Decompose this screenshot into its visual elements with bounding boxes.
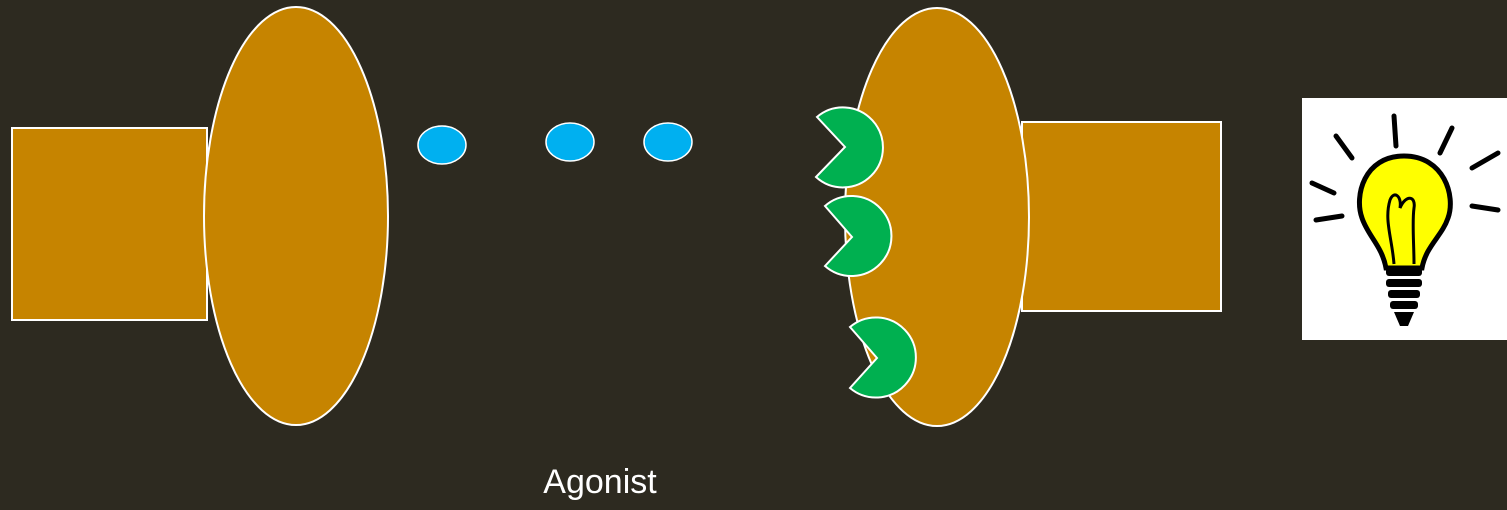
caption-agonist: Agonist xyxy=(500,462,700,502)
agonist-molecule xyxy=(546,123,594,161)
presynaptic-axon xyxy=(12,128,207,320)
presynaptic-neuron xyxy=(12,7,388,425)
agonist-molecules xyxy=(418,123,692,164)
bulb-glass xyxy=(1359,156,1450,268)
presynaptic-terminal xyxy=(204,7,388,425)
agonist-molecule xyxy=(644,123,692,161)
bulb-base xyxy=(1386,268,1422,326)
agonist-molecule xyxy=(418,126,466,164)
postsynaptic-dendrite xyxy=(1022,122,1221,311)
lightbulb-icon xyxy=(1302,98,1507,340)
lightbulb-image xyxy=(1302,98,1507,340)
